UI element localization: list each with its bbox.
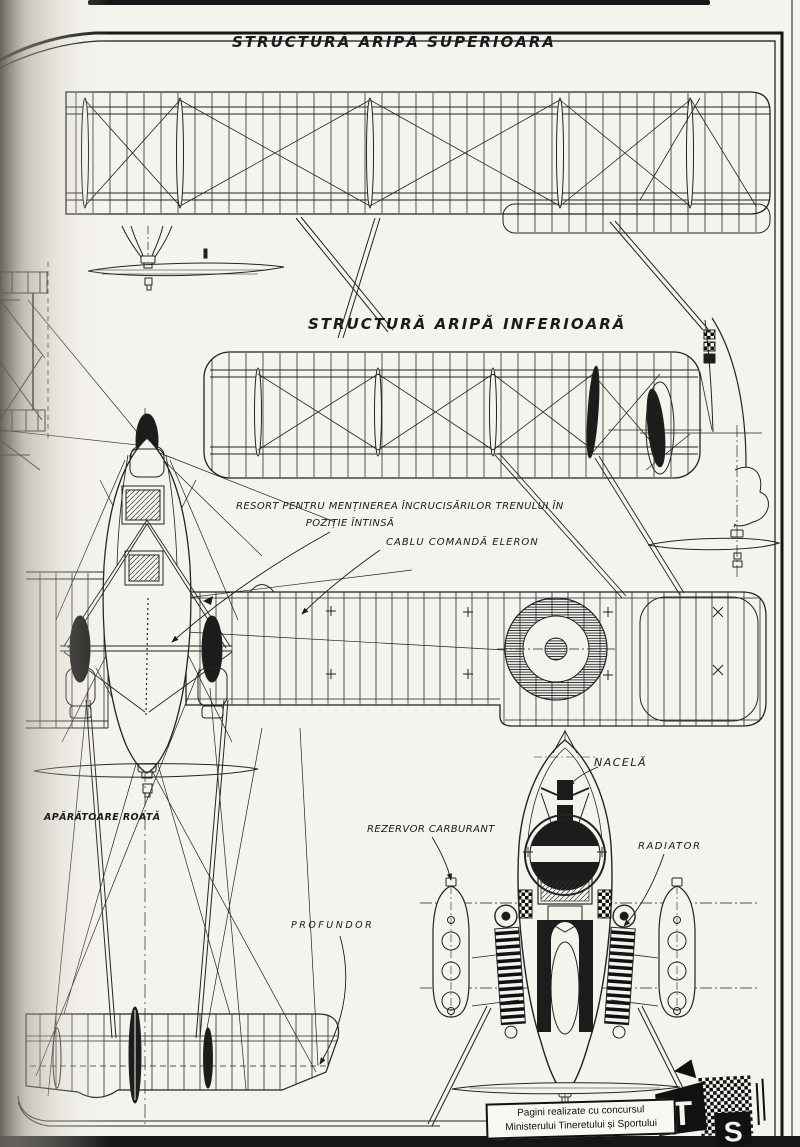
side-view-propeller — [647, 537, 781, 551]
fuel-tank-left — [432, 877, 470, 1018]
label-radiator: RADIATOR — [638, 841, 702, 852]
title-lower-wing: STRUCTURĂ ARIPĂ INFERIOARĂ — [308, 315, 627, 333]
upper-wing-structure-drawing — [65, 91, 771, 234]
logo-letter-t: T — [671, 1094, 694, 1133]
aileron-outline — [639, 596, 759, 722]
aileron-control-lever — [586, 365, 600, 459]
logo-letter-s: S — [723, 1116, 743, 1147]
propeller-blade — [87, 262, 285, 277]
cockpit-opening — [550, 941, 580, 1035]
fuel-tank-right — [658, 877, 696, 1018]
label-resort-line2: POZIȚIE ÎNTINSĂ — [305, 518, 395, 529]
lower-wing-structure-drawing — [203, 351, 702, 599]
label-leader-lines — [171, 531, 665, 1065]
wing-roundel — [497, 597, 616, 701]
label-profundor: PROFUNDOR — [291, 920, 375, 931]
main-wheel-right — [201, 615, 223, 683]
label-cablu-comanda-eleron: CABLU COMANDĂ ELERON — [386, 537, 539, 548]
page-gutter-shadow — [0, 0, 110, 1147]
label-nacela: NACELĂ — [594, 756, 648, 769]
label-resort-line1: RESORT PENTRU MENȚINEREA ÎNCRUCISĂRILOR … — [236, 501, 564, 512]
label-aparatoare-roata: APĂRĂTOARE ROATĂ — [44, 812, 161, 823]
hatched-window-1 — [121, 485, 165, 525]
lower-wing-bracing-wires — [257, 373, 661, 453]
nacelle-front-view-drawing — [420, 729, 760, 1127]
upper-wing-bracing-wires — [84, 97, 757, 207]
nose-propeller-side-view — [87, 225, 285, 291]
hatched-window-2 — [124, 550, 164, 586]
rigging-attachment-marks — [326, 606, 613, 680]
nacelle-side-view-drawing — [640, 317, 781, 580]
radiator-grille — [537, 877, 593, 905]
engine-block — [537, 920, 593, 1032]
interplane-strut-lines — [295, 216, 709, 339]
aileron-control-cables — [494, 452, 685, 599]
landing-skid-left — [427, 1005, 492, 1127]
title-upper-wing: STRUCTURĂ ARIPĂ SUPERIOARA — [232, 33, 557, 51]
credit-box: Pagini realizate cu concursul Ministerul… — [485, 1098, 677, 1140]
label-rezervor-carburant: REZERVOR CARBURANT — [367, 824, 495, 835]
